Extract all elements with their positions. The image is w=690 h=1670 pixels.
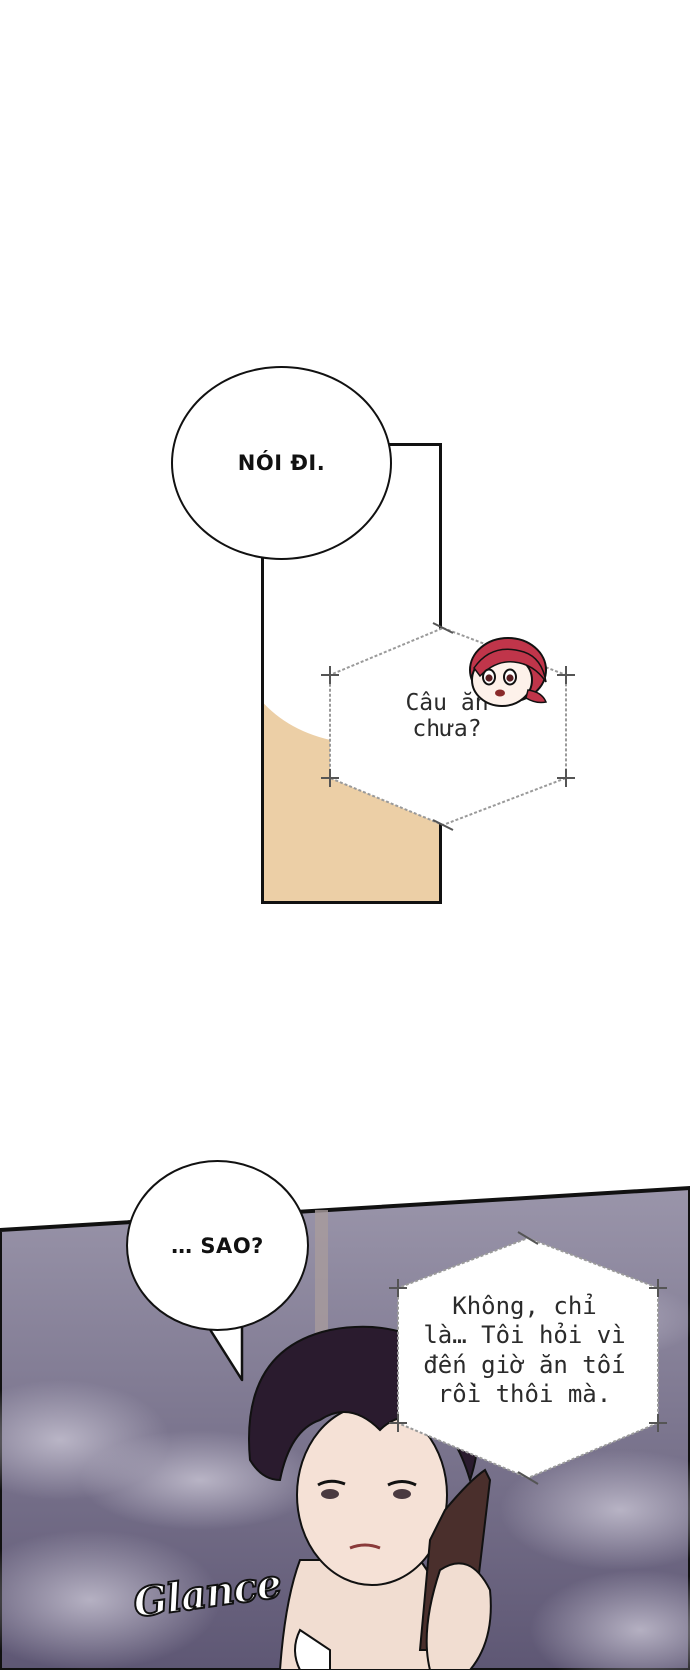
speech-bubble-1-text: NÓI ĐI. — [237, 451, 326, 475]
speech-bubble-2-text: … SAO? — [171, 1233, 264, 1258]
speech-bubble-1: NÓI ĐI. — [171, 366, 392, 560]
hexagon-box-1-line: Câu ăn — [405, 690, 489, 716]
hexagon-box-2 — [389, 1231, 667, 1485]
hexagon-box-1-line: chưa? — [412, 716, 482, 743]
chibi-character-illustration — [469, 637, 548, 707]
hexagon-box-2-text: Không, chỉ là… Tôi hỏi vì đến giờ ăn tối… — [397, 1292, 652, 1409]
hexagon-box-1-text: Câu ăn chưa? — [352, 690, 542, 743]
hexagon-box-2-line: rồi thôi mà. — [437, 1379, 612, 1408]
speech-bubble-2: … SAO? — [126, 1160, 309, 1331]
hexagon-box-2-line: đến giờ ăn tối — [423, 1350, 626, 1379]
hexagon-box-2-line: Không, chỉ — [452, 1292, 597, 1320]
hexagon-box-2-line: là… Tôi hỏi vì — [423, 1321, 626, 1350]
